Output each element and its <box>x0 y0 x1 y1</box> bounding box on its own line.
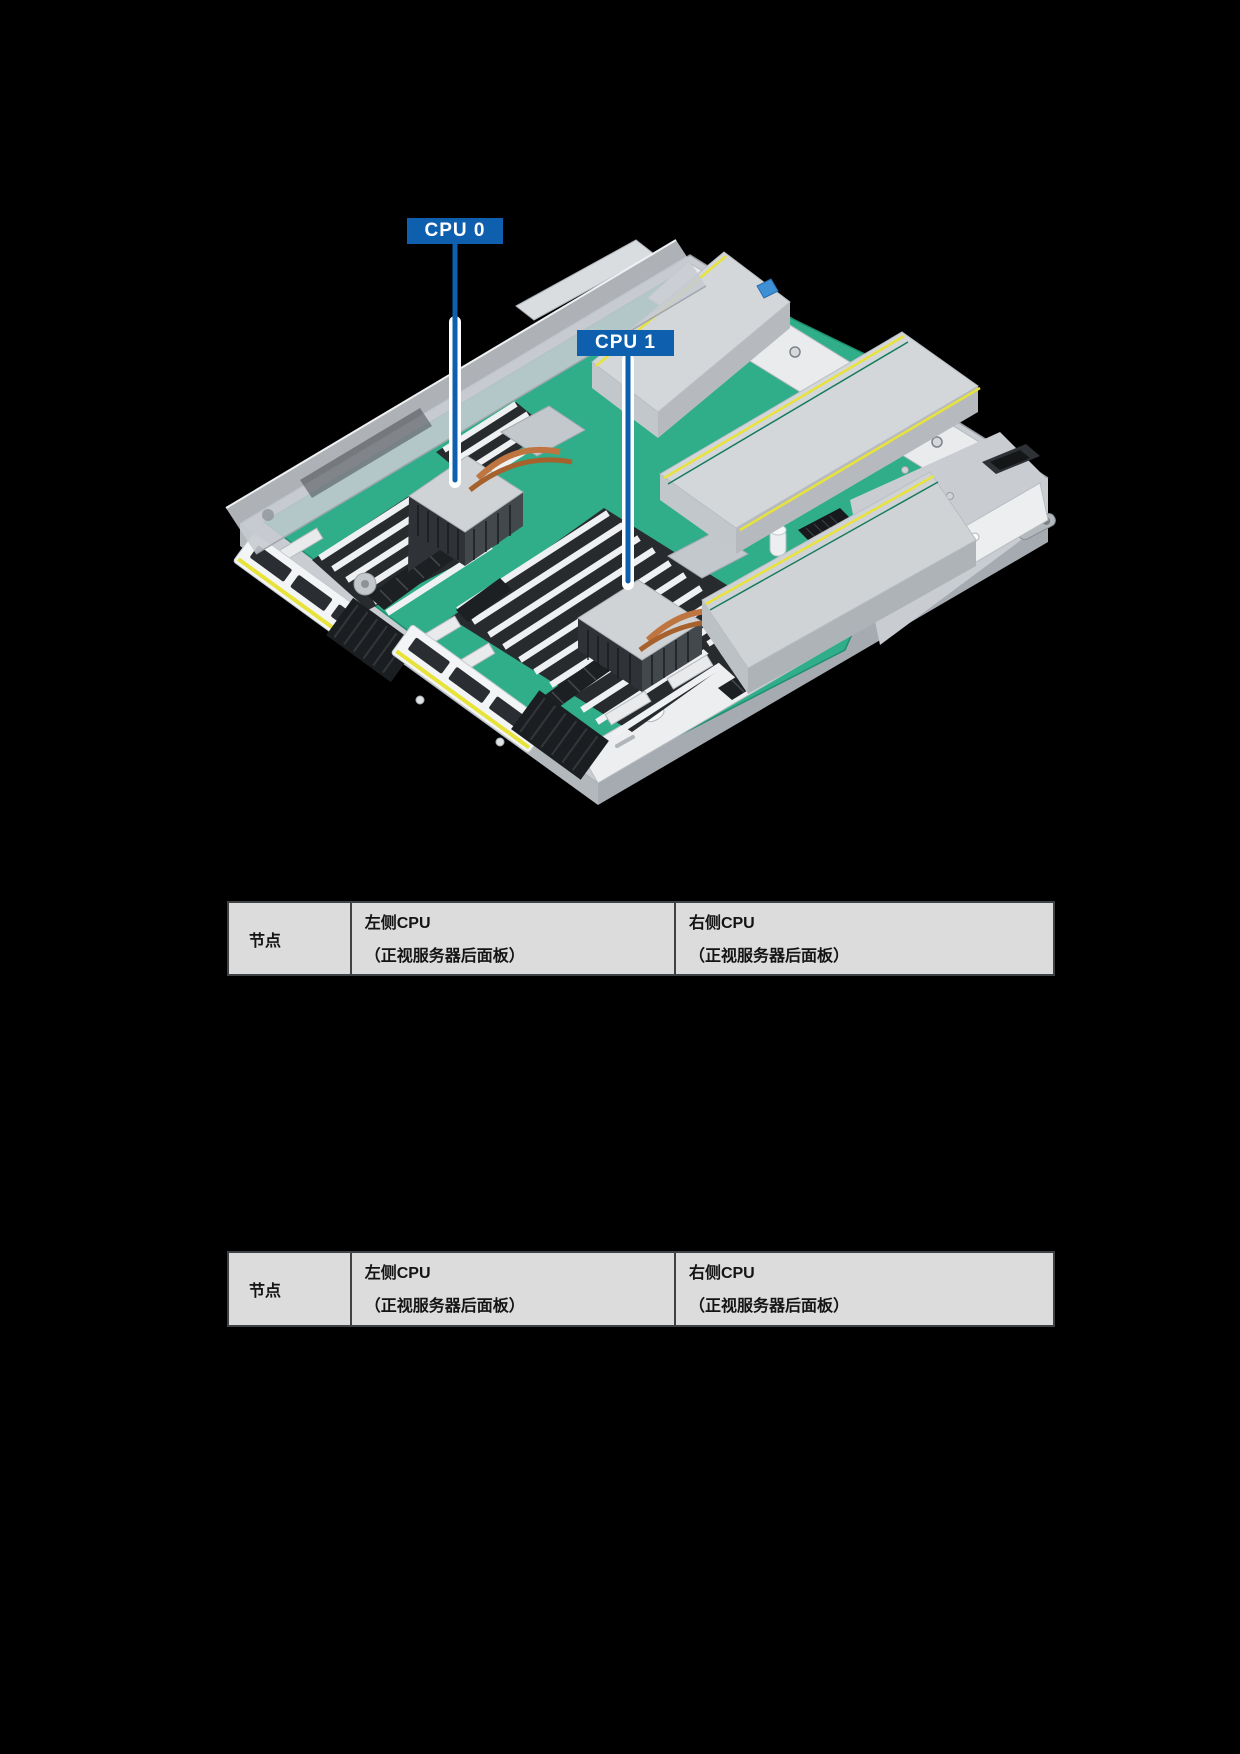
table2-left-cpu-line2: （正视服务器后面板） <box>364 1298 525 1315</box>
shroud-module-3 <box>701 471 977 694</box>
board-standoff-knob <box>353 572 377 596</box>
table1-left-cpu-header: 左侧CPU （正视服务器后面板） <box>352 903 676 974</box>
cpu-mapping-table-1: 节点 左侧CPU （正视服务器后面板） 右侧CPU （正视服务器后面板） <box>227 901 1055 976</box>
cpu-mapping-table-2: 节点 左侧CPU （正视服务器后面板） 右侧CPU （正视服务器后面板） <box>227 1251 1055 1327</box>
table1-right-cpu-header: 右侧CPU （正视服务器后面板） <box>676 903 1053 974</box>
table2-right-cpu-header: 右侧CPU （正视服务器后面板） <box>676 1253 1053 1325</box>
table2-left-cpu-line1: 左侧CPU <box>364 1265 431 1282</box>
table2-node-header: 节点 <box>229 1253 352 1325</box>
front-io-bank-b <box>391 624 550 753</box>
table1-left-cpu-line1: 左侧CPU <box>364 915 431 932</box>
table2-left-cpu-header: 左侧CPU （正视服务器后面板） <box>352 1253 676 1325</box>
blue-retention-clip <box>756 278 779 299</box>
cpu0-callout-label: CPU 0 <box>407 218 503 244</box>
table1-node-header: 节点 <box>229 903 352 974</box>
server-figure: CPU 0 CPU 1 <box>225 218 1056 805</box>
table2-right-cpu-line2: （正视服务器后面板） <box>688 1298 849 1315</box>
white-standoff-post <box>769 524 787 557</box>
cpu1-callout-label: CPU 1 <box>577 330 674 356</box>
table1-right-cpu-line1: 右侧CPU <box>688 915 755 932</box>
front-io-cage-b <box>511 690 609 780</box>
table1-left-cpu-line2: （正视服务器后面板） <box>364 948 525 965</box>
table1-right-cpu-line2: （正视服务器后面板） <box>688 948 849 965</box>
shroud-module-2 <box>659 331 981 554</box>
server-illustration <box>225 239 1056 805</box>
table2-right-cpu-line1: 右侧CPU <box>688 1265 755 1282</box>
